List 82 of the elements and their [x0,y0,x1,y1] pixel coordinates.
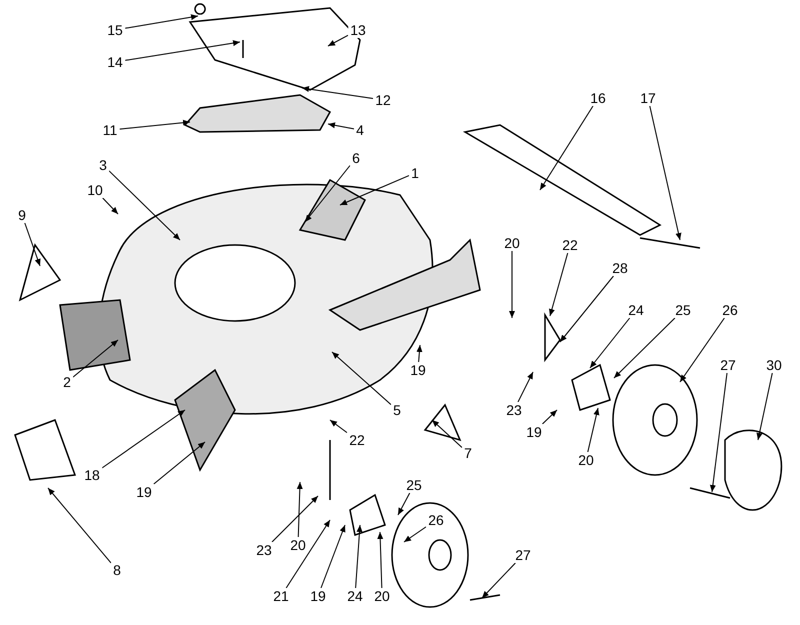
callout-number: 11 [100,122,120,138]
callout-number: 10 [85,182,105,198]
leader-line [286,520,330,588]
callout-number: 5 [391,402,403,418]
leader-line [124,14,198,29]
callout-number: 7 [462,445,474,461]
leader-line [330,420,348,434]
callout-number: 23 [254,542,274,558]
callout-number: 3 [97,157,109,173]
leader-line [328,122,354,130]
callout-number: 20 [288,537,308,553]
leader-line [340,175,410,206]
callout-number: 12 [373,92,393,108]
leader-line [296,482,303,538]
callout-number: 17 [638,90,658,106]
leader-line [398,492,410,516]
callout-number: 15 [105,22,125,38]
leader-line [153,442,206,484]
callout-number: 20 [576,452,596,468]
leader-line [320,524,346,588]
leader-line [72,340,118,378]
callout-number: 21 [271,588,291,604]
callout-number: 25 [404,477,424,493]
leader-line [404,526,426,542]
callout-number: 14 [105,54,125,70]
leader-line [509,250,515,318]
leader-line [416,344,422,362]
callout-number: 20 [372,588,392,604]
leader-line [710,372,728,492]
leader-line [540,106,594,190]
leader-line [542,410,558,424]
leader-line [102,198,118,214]
callout-number: 2 [61,374,73,390]
leader-line [102,410,186,468]
callout-number: 24 [345,588,365,604]
callout-number: 22 [560,237,580,253]
leader-line [590,318,630,368]
callout-number: 18 [82,467,102,483]
callout-number: 28 [610,260,630,276]
callout-number: 1 [409,165,421,181]
callout-number: 6 [350,150,362,166]
callout-number: 16 [588,90,608,106]
leader-line [649,106,682,240]
leader-line [124,40,240,61]
callout-number: 26 [720,302,740,318]
callout-number: 19 [134,484,154,500]
callout-number: 27 [513,547,533,563]
leader-line [587,408,600,452]
leader-line [680,318,725,382]
leader-line [482,562,516,598]
leader-line [24,222,40,266]
callout-number: 30 [764,357,784,373]
leader-line [272,496,318,542]
leader-line [432,420,462,448]
callout-number: 19 [408,362,428,378]
callout-number: 19 [308,588,328,604]
callout-number: 27 [718,357,738,373]
callout-number: 26 [426,512,446,528]
callout-number: 23 [504,402,524,418]
leader-line [302,86,374,99]
leader-line [304,165,350,222]
leader-line [119,120,190,130]
leader-line [560,276,614,342]
callout-number: 13 [348,22,368,38]
callout-number: 24 [626,302,646,318]
leader-line [108,170,180,240]
callout-number: 9 [16,207,28,223]
callout-number: 22 [347,432,367,448]
leader-line [518,372,534,402]
leader-line [549,252,568,316]
callout-number: 20 [502,235,522,251]
leader-line [377,532,384,588]
leader-line [756,372,773,440]
leader-line [355,524,362,588]
leader-line [48,488,112,564]
callout-number: 19 [524,424,544,440]
leader-line [614,318,676,378]
callout-number: 25 [673,302,693,318]
leader-line [332,352,392,406]
leader-line [328,34,348,46]
callout-number: 8 [111,562,123,578]
callout-number: 4 [354,122,366,138]
